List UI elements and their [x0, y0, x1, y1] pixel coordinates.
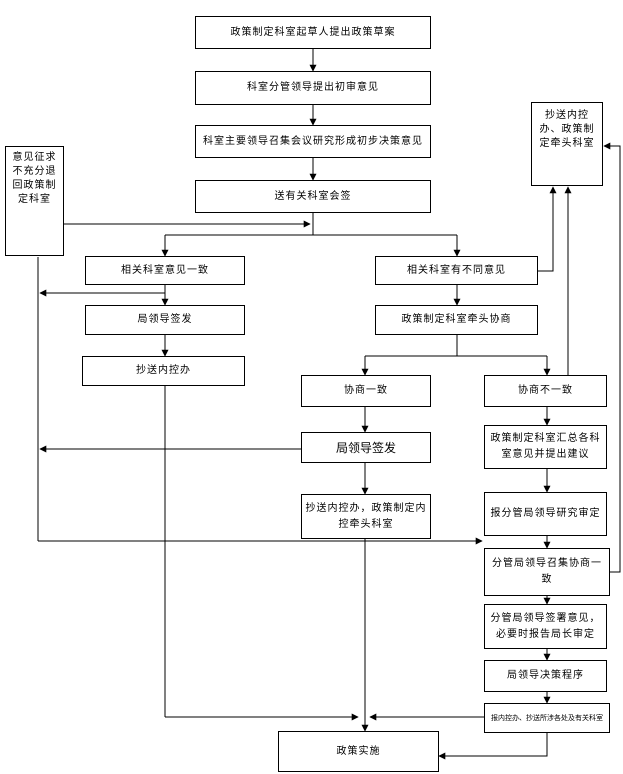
sign-opinion-box: 分管局领导签署意见，必要时报告局长审定 — [484, 604, 607, 649]
cc1-box: 抄送内控办 — [82, 356, 245, 386]
coord-box: 政策制定科室牵头协商 — [375, 305, 538, 335]
arrow-meeting-rightnote — [603, 142, 621, 573]
sign1-box: 局领导签发 — [85, 305, 245, 335]
arrow-cc3-implement — [438, 733, 548, 760]
decision-box: 局领导决策程序 — [484, 660, 607, 692]
cc3-box: 报内控办、抄送所涉各处及有关科室 — [484, 703, 610, 733]
report-box: 报分管局领导研究审定 — [484, 492, 607, 536]
implement-box: 政策实施 — [278, 731, 439, 772]
draft-box: 政策制定科室起草人提出政策草案 — [195, 16, 431, 49]
no-consensus-box: 协商不一致 — [484, 375, 607, 407]
meeting-box: 科室主要领导召集会议研究形成初步决策意见 — [195, 125, 431, 158]
countersign-box: 送有关科室会签 — [195, 180, 431, 213]
left-note-box: 意见征求不充分退回政策制定科室 — [5, 146, 64, 256]
sign2-box: 局领导签发 — [301, 432, 431, 463]
disagree-box: 相关科室有不同意见 — [375, 256, 538, 285]
consensus-box: 协商一致 — [301, 375, 431, 407]
right-note-box: 抄送内控办、政策制定牵头科室 — [531, 102, 603, 186]
cc2-box: 抄送内控办，政策制定内控牵头科室 — [301, 494, 431, 539]
meeting-consensus-box: 分管局领导召集协商一致 — [484, 548, 610, 596]
initial-review-box: 科室分管领导提出初审意见 — [195, 71, 431, 105]
summarize-box: 政策制定科室汇总各科室意见并提出建议 — [484, 425, 607, 469]
agree-box: 相关科室意见一致 — [85, 256, 245, 285]
